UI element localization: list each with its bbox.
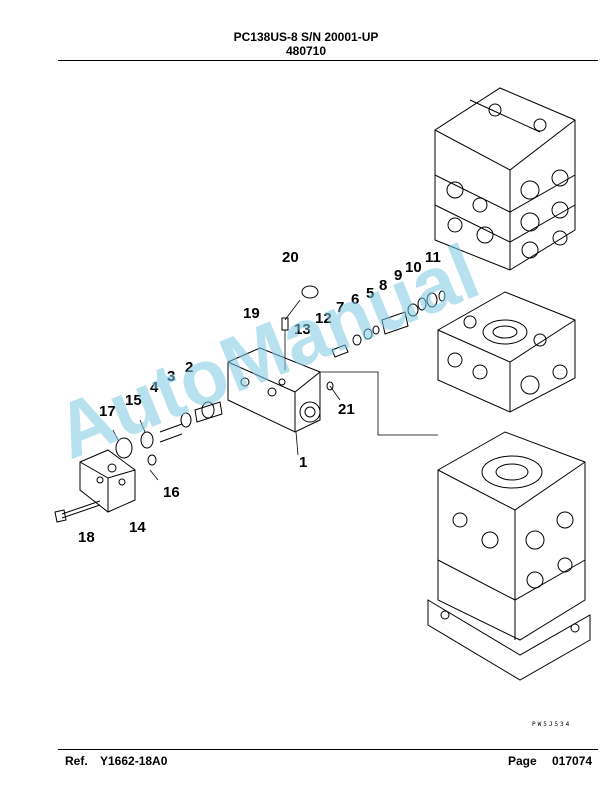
ref-label: Ref. bbox=[65, 754, 88, 768]
valve-block bbox=[227, 347, 321, 433]
page-label: Page bbox=[508, 754, 537, 768]
header-rule bbox=[58, 60, 598, 61]
callout-15: 15 bbox=[125, 392, 142, 409]
callout-11: 11 bbox=[425, 249, 441, 266]
callout-5: 5 bbox=[366, 285, 374, 302]
callout-labels: 1 2 3 4 5 6 7 8 9 10 11 12 13 14 15 16 1… bbox=[78, 249, 441, 546]
callout-16: 16 bbox=[163, 484, 180, 501]
callout-2: 2 bbox=[185, 359, 193, 376]
callout-1: 1 bbox=[299, 454, 307, 471]
callout-12: 12 bbox=[315, 310, 332, 327]
valve-body-lower bbox=[427, 431, 591, 681]
callout-14: 14 bbox=[129, 519, 146, 536]
callout-3: 3 bbox=[167, 368, 175, 385]
callout-19: 19 bbox=[243, 305, 260, 322]
callout-10: 10 bbox=[405, 259, 422, 276]
drawing-code: PW5J534 bbox=[532, 721, 572, 728]
footer-rule bbox=[58, 749, 598, 750]
cover-plate bbox=[79, 449, 136, 513]
callout-8: 8 bbox=[379, 277, 387, 294]
callout-7: 7 bbox=[336, 299, 344, 316]
watermark: AutoManual bbox=[43, 227, 490, 476]
callout-21: 21 bbox=[338, 401, 355, 418]
callout-13: 13 bbox=[294, 321, 311, 338]
callout-18: 18 bbox=[78, 529, 95, 546]
valve-stack-upper bbox=[434, 87, 576, 271]
leader-lines bbox=[112, 299, 438, 481]
model-line: PC138US-8 S/N 20001-UP bbox=[233, 30, 379, 44]
callout-6: 6 bbox=[351, 291, 359, 308]
part-number: 480710 bbox=[285, 44, 327, 58]
spool-assembly bbox=[54, 285, 446, 523]
page-value: 017074 bbox=[552, 754, 593, 768]
callout-9: 9 bbox=[394, 267, 402, 284]
callout-17: 17 bbox=[99, 403, 116, 420]
callout-4: 4 bbox=[150, 379, 159, 396]
valve-section-middle bbox=[437, 291, 576, 413]
callout-20: 20 bbox=[282, 249, 299, 266]
ref-value: Y1662-18A0 bbox=[100, 754, 168, 768]
